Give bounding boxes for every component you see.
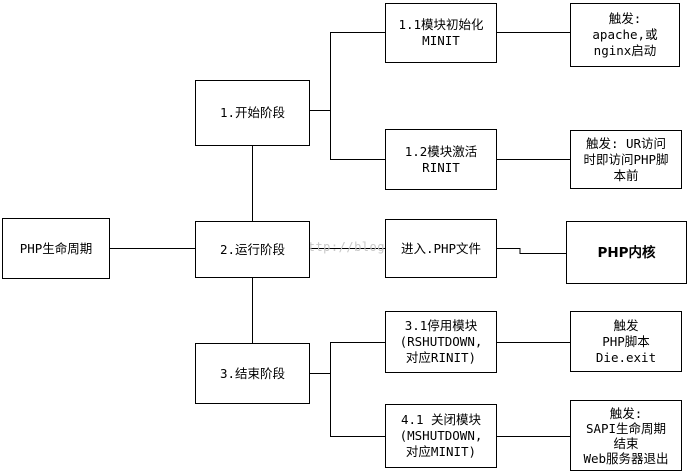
step-mshutdown-node: 4.1 关闭模块 (MSHUTDOWN, 对应MINIT) bbox=[385, 404, 497, 468]
note-line: PHP脚本 bbox=[602, 333, 650, 349]
note-line: 触发: bbox=[609, 405, 643, 421]
step-line: 3.1停用模块 bbox=[404, 318, 478, 333]
note-line: 结束 bbox=[613, 435, 639, 451]
stage-label: 3.结束阶段 bbox=[219, 365, 286, 381]
step-line: (RSHUTDOWN, bbox=[399, 334, 483, 349]
stage-start-node: 1.开始阶段 bbox=[195, 80, 310, 146]
step-line: 对应RINIT) bbox=[405, 350, 477, 365]
note-line: 触发: UR访问 bbox=[585, 135, 667, 151]
note-line: 触发 bbox=[613, 317, 639, 333]
php-lifecycle-root-node: PHP生命周期 bbox=[2, 218, 110, 279]
note-trigger-server-start: 触发: apache,或 nginx启动 bbox=[570, 3, 680, 67]
stage-label: 1.开始阶段 bbox=[219, 105, 286, 120]
step-enter-php-file-node: 进入.PHP文件 bbox=[385, 219, 497, 278]
note-line: Web服务器退出 bbox=[583, 450, 669, 466]
php-kernel-node: PHP内核 bbox=[566, 221, 687, 284]
step-line: (MSHUTDOWN, bbox=[399, 428, 483, 443]
step-minit-node: 1.1模块初始化 MINIT bbox=[385, 3, 497, 63]
step-rshutdown-node: 3.1停用模块 (RSHUTDOWN, 对应RINIT) bbox=[385, 311, 497, 373]
note-line: Die.exit bbox=[595, 349, 657, 365]
note-trigger-sapi-end: 触发: SAPI生命周期 结束 Web服务器退出 bbox=[570, 400, 682, 471]
note-line: nginx启动 bbox=[593, 43, 657, 58]
step-line: MINIT bbox=[422, 33, 460, 48]
stage-end-node: 3.结束阶段 bbox=[195, 343, 310, 404]
stage-label: 2.运行阶段 bbox=[219, 241, 286, 257]
step-line: 1.1模块初始化 bbox=[398, 17, 484, 32]
note-line: apache,或 bbox=[592, 27, 658, 42]
note-line: 触发: bbox=[608, 11, 642, 26]
note-line: PHP内核 bbox=[597, 244, 656, 261]
step-line: 对应MINIT) bbox=[405, 444, 477, 459]
note-trigger-script-die: 触发 PHP脚本 Die.exit bbox=[570, 311, 682, 372]
step-line: 4.1 关闭模块 bbox=[400, 412, 482, 427]
step-rinit-node: 1.2模块激活 RINIT bbox=[385, 129, 497, 190]
stage-run-node: 2.运行阶段 bbox=[195, 221, 310, 278]
note-line: SAPI生命周期 bbox=[585, 420, 667, 436]
root-label: PHP生命周期 bbox=[19, 240, 93, 256]
note-trigger-url-access: 触发: UR访问 时即访问PHP脚 本前 bbox=[570, 130, 682, 189]
step-line: RINIT bbox=[422, 159, 460, 175]
step-line: 1.2模块激活 bbox=[404, 143, 478, 159]
note-line: 时即访问PHP脚 bbox=[583, 151, 669, 167]
step-line: 进入.PHP文件 bbox=[400, 240, 482, 256]
note-line: 本前 bbox=[613, 167, 639, 183]
